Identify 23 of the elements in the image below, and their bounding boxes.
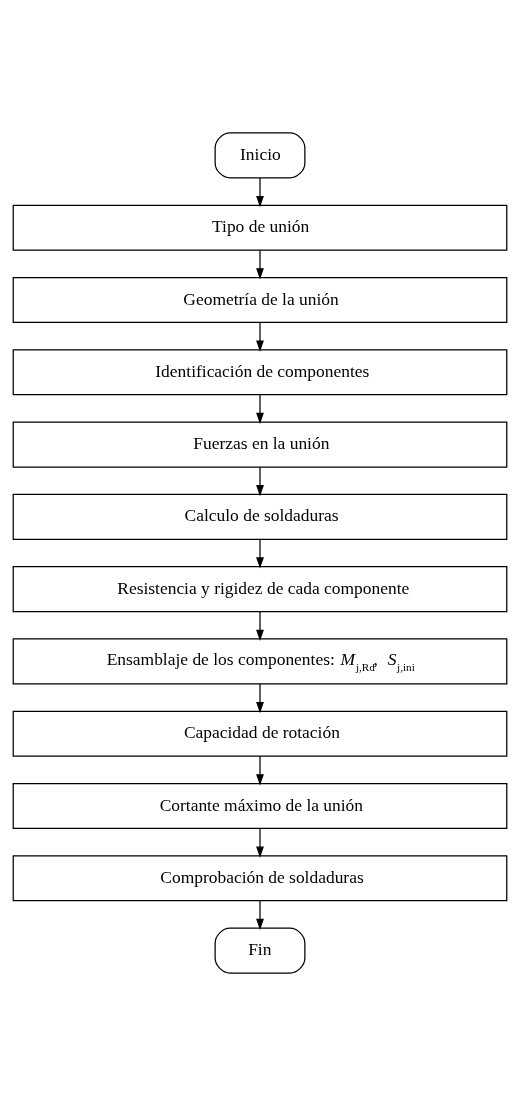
arrow: [256, 394, 264, 425]
node-box: Identificación de componentes: [12, 349, 508, 396]
arrow: [256, 177, 264, 208]
node-box: Resistencia y rigidez de cada componente: [12, 566, 508, 613]
node-box: Calculo de soldaduras: [12, 493, 508, 540]
arrow: [256, 827, 264, 858]
node-box: Fin: [214, 927, 306, 974]
node-box: Geometría de la unión: [12, 276, 508, 324]
node-box: Capacidad de rotación: [12, 710, 508, 757]
arrow: [256, 249, 264, 280]
arrow: [256, 538, 264, 569]
node-box: Tipo de unión: [12, 204, 508, 251]
node-box: Fuerzas en la unión: [12, 421, 508, 468]
node-box: Comprobación de soldaduras: [12, 855, 508, 902]
node-box: Cortante máximo de la unión: [12, 782, 508, 830]
arrow: [256, 321, 264, 352]
arrow: [256, 683, 264, 714]
node-box: Inicio: [214, 132, 306, 179]
arrow: [256, 466, 264, 497]
arrow: [256, 755, 264, 786]
arrow: [256, 611, 264, 641]
node-box: Ensamblaje de los componentes: M$_{j,Rd}$, S$_{j,ini}$: [12, 638, 508, 685]
arrow: [256, 900, 264, 931]
